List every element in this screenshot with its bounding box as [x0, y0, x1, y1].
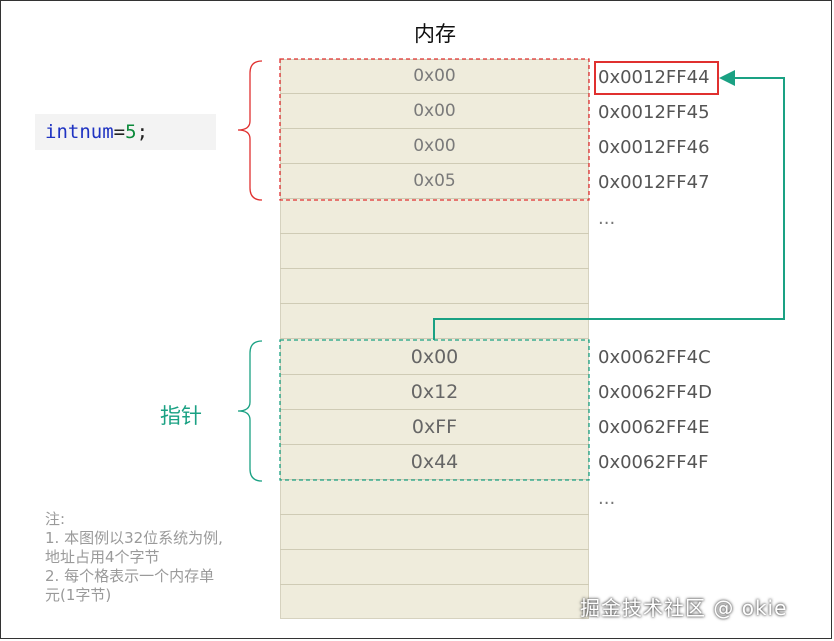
memory-cell: 0x00 — [280, 59, 589, 94]
address-ellipsis: ... — [598, 488, 616, 509]
address-label: 0x0062FF4D — [598, 382, 712, 403]
variable-bytes-box — [279, 58, 590, 201]
code-operator: = — [113, 121, 126, 143]
code-semicolon: ; — [136, 121, 149, 143]
address-ellipsis: ... — [598, 208, 616, 229]
variable-brace — [237, 60, 263, 201]
address-label: 0x0012FF44 — [598, 67, 710, 88]
note-line: 元(1字节) — [45, 586, 112, 604]
memory-cell-empty — [280, 550, 589, 585]
code-value: 5 — [125, 121, 137, 143]
pointer-arrow — [433, 70, 785, 340]
memory-cell: 0xFF — [280, 410, 589, 445]
pointer-label: 指针 — [160, 404, 202, 428]
address-label: 0x0012FF45 — [598, 102, 710, 123]
note-line: 注: — [45, 510, 66, 528]
address-label: 0x0062FF4F — [598, 452, 709, 473]
memory-cell: 0x12 — [280, 375, 589, 410]
address-highlight-box — [594, 61, 719, 95]
address-label: 0x0012FF46 — [598, 137, 710, 158]
code-identifier: num — [79, 121, 114, 143]
memory-cell: 0x00 — [280, 94, 589, 129]
memory-cell-empty — [280, 199, 589, 234]
memory-cell-empty — [280, 480, 589, 515]
pointer-brace — [237, 340, 263, 482]
note-block: 注: 1. 本图例以32位系统为例, 地址占用4个字节 2. 每个格表示一个内存… — [45, 510, 275, 605]
memory-cell-empty — [280, 234, 589, 269]
pointer-bytes-box — [279, 339, 590, 481]
memory-cell-empty — [280, 515, 589, 550]
address-label: 0x0062FF4C — [598, 347, 711, 368]
code-keyword: int — [45, 121, 80, 143]
note-line: 地址占用4个字节 — [45, 548, 160, 566]
address-label: 0x0062FF4E — [598, 417, 710, 438]
note-line: 1. 本图例以32位系统为例, — [45, 529, 223, 547]
note-line: 2. 每个格表示一个内存单 — [45, 567, 215, 585]
code-snippet: int num = 5; — [35, 114, 216, 150]
memory-cell: 0x05 — [280, 164, 589, 199]
address-label: 0x0012FF47 — [598, 172, 710, 193]
memory-title: 内存 — [414, 22, 456, 46]
memory-cell: 0x00 — [280, 340, 589, 375]
memory-cell: 0x00 — [280, 129, 589, 164]
memory-cell-empty — [280, 269, 589, 304]
watermark: 掘金技术社区 @ okie — [580, 596, 788, 620]
